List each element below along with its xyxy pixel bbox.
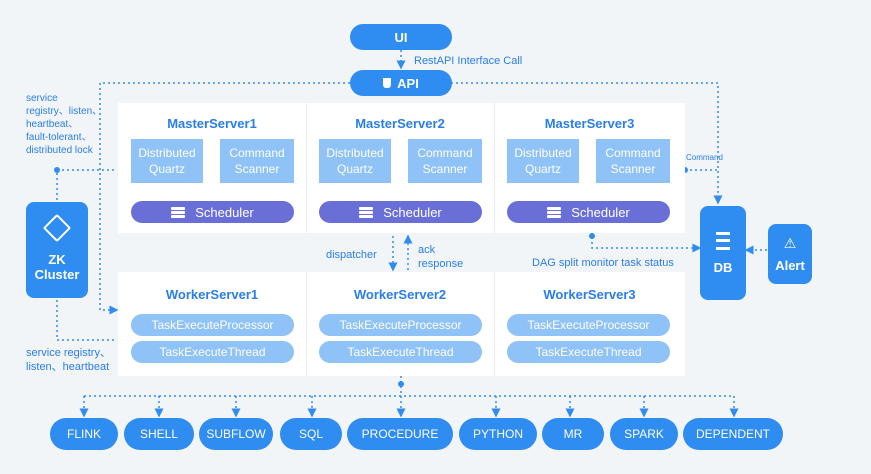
task-type-spark: SPARK <box>610 418 678 450</box>
zk-bottom-note: service registry、 listen、heartbeat <box>26 347 111 373</box>
task-type-shell: SHELL <box>124 418 194 450</box>
task-type-procedure: PROCEDURE <box>347 418 453 450</box>
db-node: DB <box>700 206 746 300</box>
task-type-sql: SQL <box>280 418 342 450</box>
scheduler-pill: Scheduler <box>131 201 294 223</box>
task-execute-processor: TaskExecuteProcessor <box>131 314 294 336</box>
zk-label-1: ZK <box>48 252 66 267</box>
distributed-quartz-box: Distributed Quartz <box>131 139 203 183</box>
rest-api-note: RestAPI Interface Call <box>414 55 523 67</box>
task-type-mr: MR <box>542 418 604 450</box>
worker-title: WorkerServer2 <box>353 287 447 302</box>
alert-node: ⚠ Alert <box>768 224 812 284</box>
cube-icon <box>42 213 72 243</box>
task-type-dependent: DEPENDENT <box>683 418 783 450</box>
plug-icon <box>383 78 392 88</box>
alert-label: Alert <box>775 257 805 273</box>
warning-icon: ⚠ <box>783 234 797 251</box>
task-execute-thread: TaskExecuteThread <box>319 341 482 363</box>
command-scanner-box: Command Scanner <box>408 139 482 183</box>
database-icon <box>547 207 562 218</box>
worker-title: WorkerServer1 <box>165 287 259 302</box>
task-execute-processor: TaskExecuteProcessor <box>319 314 482 336</box>
task-type-python: PYTHON <box>459 418 537 450</box>
scheduler-pill: Scheduler <box>507 201 670 223</box>
master-title: MasterServer2 <box>355 116 445 131</box>
api-label: API <box>397 75 419 91</box>
scheduler-label: Scheduler <box>571 204 630 220</box>
task-execute-processor: TaskExecuteProcessor <box>507 314 670 336</box>
task-execute-thread: TaskExecuteThread <box>507 341 670 363</box>
command-note: Command <box>686 153 723 162</box>
db-label: DB <box>713 259 733 275</box>
scheduler-label: Scheduler <box>195 204 254 220</box>
task-execute-thread: TaskExecuteThread <box>131 341 294 363</box>
master-title: MasterServer1 <box>167 116 257 131</box>
command-scanner-box: Command Scanner <box>596 139 670 183</box>
ui-label: UI <box>394 29 408 45</box>
distributed-quartz-box: Distributed Quartz <box>319 139 391 183</box>
database-icon <box>171 207 186 218</box>
database-icon <box>359 207 374 218</box>
ui-node: UI <box>350 24 452 50</box>
dispatcher-note: dispatcher <box>326 249 377 261</box>
distributed-quartz-box: Distributed Quartz <box>507 139 579 183</box>
dag-note: DAG split monitor task status <box>532 257 674 269</box>
zk-cluster-node: ZK Cluster <box>26 202 88 298</box>
zk-label-2: Cluster <box>34 267 80 282</box>
scheduler-pill: Scheduler <box>319 201 482 223</box>
task-type-subflow: SUBFLOW <box>199 418 273 450</box>
master-title: MasterServer3 <box>544 116 635 131</box>
api-node: API <box>350 70 452 96</box>
scheduler-label: Scheduler <box>383 204 442 220</box>
worker-title: WorkerServer3 <box>543 287 636 302</box>
ack-response-note: ack response <box>418 244 464 270</box>
server-icon <box>716 231 730 250</box>
task-type-flink: FLINK <box>50 418 118 450</box>
zk-top-note: service registry、listen、 heartbeat、 faul… <box>26 93 103 156</box>
command-scanner-box: Command Scanner <box>220 139 294 183</box>
